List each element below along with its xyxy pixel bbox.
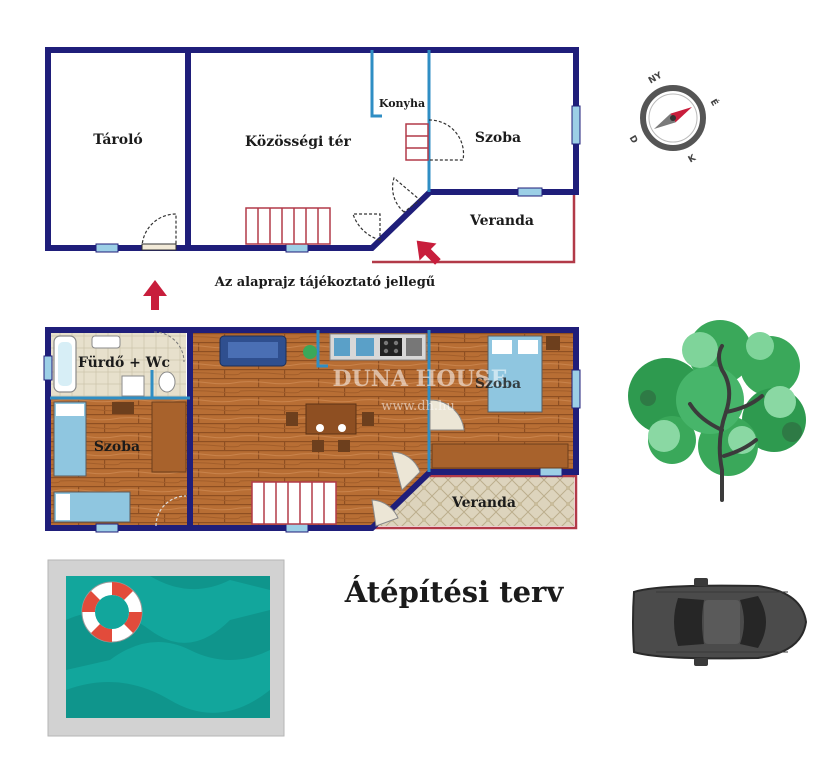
top-label-common: Közösségi tér [245,134,352,150]
bottom-door-room [429,399,465,431]
stove-icon [380,338,402,356]
bottom-window-bottom-left [95,523,119,533]
top-door-room [428,119,465,161]
top-door-storage [141,213,177,249]
pool-icon [47,559,285,737]
bottom-floor-veranda [376,476,574,526]
top-door-storage-leaf [141,243,177,251]
life-ring-icon [81,581,143,643]
plan-title: Átépítési terv [344,574,565,609]
top-label-kitchen: Konyha [379,97,425,110]
chair-icon [312,440,324,452]
wardrobe-right-icon [431,443,569,469]
bottom-door-veranda-b [371,499,399,527]
plan-caption: Az alaprajz tájékoztató jellegű [214,275,436,290]
oven-icon [406,338,422,356]
top-floor-base [48,50,576,248]
top-door-veranda-b [391,176,421,213]
top-label-room: Szoba [475,130,521,146]
bath-washer-icon [121,375,145,397]
bottom-window-bottom-mid [285,523,309,533]
bed-left-bottom-pillow [56,494,70,520]
bottom-window-left [43,355,53,381]
fridge-icon [334,338,350,356]
top-stairs-common [245,207,331,245]
bottom-door-veranda-a [391,451,421,491]
bathtub-inner [58,342,72,386]
top-entry-arrow [416,240,441,265]
chair-icon [286,412,298,426]
plant-icon [303,345,317,359]
bottom-label-veranda: Veranda [451,495,516,511]
bottom-label-room-left: Szoba [94,439,140,455]
bottom-kitchen-partition [316,330,328,368]
compass-label-k: K [687,153,699,166]
tree-icon [628,320,806,502]
top-kitchen-partition [370,50,382,118]
bottom-label-room-right: Szoba [475,376,521,392]
desk-icon [112,402,134,414]
compass-label-e: É [708,97,721,108]
car-icon [632,578,808,666]
bottom-veranda-outline [374,474,578,530]
bottom-window-right [571,369,581,409]
between-arrow [143,280,167,310]
chair-icon [338,440,350,452]
bottom-stairs [251,481,337,525]
plate-icon [316,424,324,432]
left-room-door-arc [155,495,187,527]
bed-right-pillow-a [492,340,512,354]
bed-left-top-pillow [56,404,84,416]
bottom-label-bath: Fürdő + Wc [78,355,170,371]
wardrobe-icon [151,401,187,473]
plate-icon [338,424,346,432]
top-floor-plan: Tároló Közösségi tér Konyha Szoba Verand… [45,47,581,265]
chair-icon [362,412,374,426]
bed-right-pillow-b [518,340,538,354]
watermark-brand: DUNA HOUSE [333,366,508,392]
bottom-floor-plan: DUNA HOUSE www.dh.hu Fürdő + Wc Szoba Sz… [43,327,581,533]
dining-table-icon [305,403,357,435]
top-window-right [571,105,581,145]
toilet-icon [158,371,176,393]
compass-icon: NY É D K [627,70,721,165]
compass-label-d: D [627,134,639,145]
top-label-storage: Tároló [93,132,143,148]
top-stairs-room [405,123,429,161]
top-label-veranda: Veranda [469,213,534,229]
bottom-window-room [539,467,563,477]
nightstand-icon [546,336,560,350]
top-window-bottom-left [95,243,119,253]
top-window-bottom-mid [285,243,309,253]
compass-label-ny: NY [647,70,665,86]
sink-icon [356,338,374,356]
bath-door-arc [153,331,185,363]
bath-sink-icon [91,335,121,349]
sofa-seat [228,342,278,358]
top-window-room-bottom [517,187,543,197]
watermark-url: www.dh.hu [381,399,455,414]
